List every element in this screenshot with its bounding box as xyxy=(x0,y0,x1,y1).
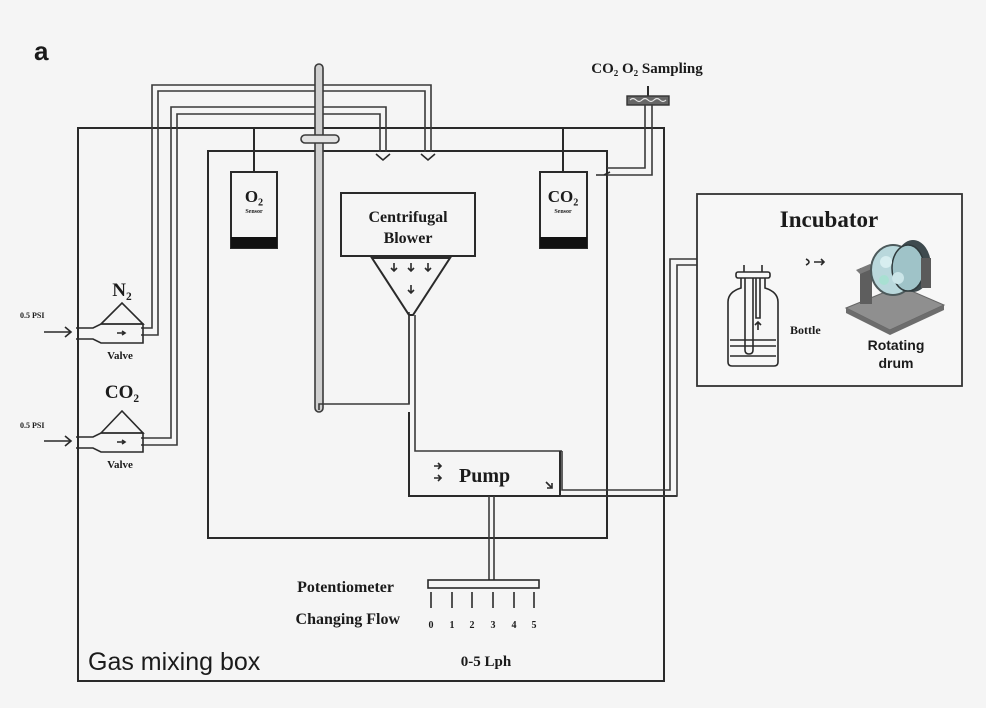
sampling-label: CO₂ O₂ Sampling xyxy=(591,61,703,77)
rotating-drum-icon xyxy=(844,240,946,335)
scale-tick-1: 1 xyxy=(450,620,455,631)
o2-sensor-label: O₂ xyxy=(245,187,263,206)
scale-tick-3: 3 xyxy=(491,620,496,631)
incubator-title: Incubator xyxy=(780,207,878,232)
blower-funnel xyxy=(370,257,452,316)
co2-valve: CO₂ 0.5 PSI Valve xyxy=(20,382,145,471)
changing-flow-label: Changing Flow xyxy=(296,611,401,628)
co2-inlet-arrow-icon xyxy=(44,435,73,447)
bottle-label: Bottle xyxy=(790,323,821,337)
n2-gas-label: N₂ xyxy=(112,280,132,301)
gas-mixing-box-outline xyxy=(77,127,665,682)
pump-outlet-arrow-icon xyxy=(545,481,553,489)
drum-label-line1: Rotating xyxy=(868,337,925,353)
scale-tick-0: 0 xyxy=(429,620,434,631)
potentiometer-label: Potentiometer xyxy=(297,579,394,596)
n2-pressure-label: 0.5 PSI xyxy=(20,311,44,320)
co2-supply-pipe xyxy=(141,106,391,446)
scale-tick-5: 5 xyxy=(532,620,537,631)
drum-label-line2: drum xyxy=(879,355,914,371)
o2-sensor: O₂ Sensor xyxy=(230,128,278,249)
scale-tick-2: 2 xyxy=(470,620,475,631)
bottle: Bottle xyxy=(727,258,826,367)
co2-valve-label: Valve xyxy=(107,459,133,471)
potentiometer: 0 1 2 3 4 5 Potentiometer Changing Flow … xyxy=(296,496,540,670)
potentiometer-scale xyxy=(430,592,535,608)
o2-sensor-sublabel: Sensor xyxy=(245,209,263,215)
n2-valve: N₂ 0.5 PSI Valve xyxy=(20,280,145,362)
co2-pressure-label: 0.5 PSI xyxy=(20,421,44,430)
centrifugal-blower: Centrifugal Blower xyxy=(340,192,562,452)
co2-sensor: CO₂ Sensor xyxy=(539,128,588,249)
inner-chamber-outline xyxy=(207,150,608,539)
gas-mixing-box-label: Gas mixing box xyxy=(88,648,261,676)
n2-valve-label: Valve xyxy=(107,350,133,362)
incubator: Incubator Bottle xyxy=(696,193,963,387)
scale-tick-4: 4 xyxy=(512,620,517,631)
sampling-port: CO₂ O₂ Sampling xyxy=(591,61,703,176)
pump-label: Pump xyxy=(459,465,510,487)
n2-supply-pipe xyxy=(141,84,436,336)
co2-gas-label: CO₂ xyxy=(105,382,140,403)
airflow-arrows-icon xyxy=(390,263,432,295)
panel-label: a xyxy=(34,36,49,66)
pump-flow-arrows-icon xyxy=(434,462,443,482)
flow-range-label: 0-5 Lph xyxy=(461,654,512,670)
co2-sensor-label: CO₂ xyxy=(548,187,579,206)
n2-inlet-arrow-icon xyxy=(44,326,73,338)
co2-sensor-sublabel: Sensor xyxy=(554,209,572,215)
blower-label-line1: Centrifugal xyxy=(368,209,448,226)
blower-label-line2: Blower xyxy=(384,230,433,247)
